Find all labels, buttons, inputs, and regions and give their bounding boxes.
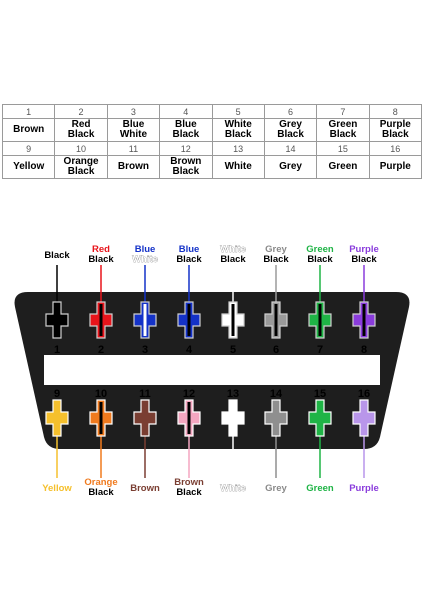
pin-color-label: Blue: [122, 119, 145, 130]
pin-number-label: 6: [273, 344, 279, 356]
pin-color-label: Black: [67, 166, 95, 177]
pin-color-cell: White: [211, 155, 265, 179]
pin-wire-color-label: Red: [92, 244, 110, 255]
pin-wire-color-label: Blue: [179, 244, 200, 255]
pin-color-label: Yellow: [13, 161, 45, 172]
pin-color-label: Grey: [279, 119, 302, 130]
pin-number-label: 1: [54, 344, 60, 356]
pin-stripe: [187, 402, 191, 434]
pin-stripe: [274, 304, 278, 336]
pin-stripe: [99, 304, 103, 336]
pin-color-label: Black: [67, 129, 95, 140]
pin-color-label: Brown: [170, 156, 202, 167]
pin-wire-color-label: Black: [44, 250, 70, 261]
pin-color-label: Brown: [117, 161, 149, 172]
pin-wire-color-label: Purple: [349, 483, 379, 494]
pin-color-cell: Green: [316, 155, 370, 179]
pin-color-label: Black: [277, 129, 304, 140]
pin-wire-color-label: White: [132, 254, 158, 265]
pin-color-label: Red: [71, 119, 91, 130]
pin-color-label: Black: [172, 129, 200, 140]
connector-center-slot: [44, 355, 380, 385]
pin-wire-color-label: Black: [307, 254, 333, 265]
pin-color-label: Purple: [379, 161, 411, 172]
pin-stripe: [99, 402, 103, 434]
pin-wire-color-label: Blue: [135, 244, 156, 255]
pin-color-label: Brown: [13, 124, 45, 135]
pin-stripe: [55, 304, 59, 336]
pin-wire-color-label: Black: [88, 487, 114, 498]
pin-wire-color-label: Purple: [349, 244, 379, 255]
pin-stripe: [143, 304, 147, 336]
pin-wire-color-label: Black: [220, 254, 246, 265]
pin-wire-color-label: Black: [176, 487, 202, 498]
pin-number-label: 10: [95, 388, 107, 400]
pin-color-label: Green: [328, 161, 358, 172]
pin-color-label: Black: [329, 129, 357, 140]
pin-wire-color-label: Grey: [265, 244, 287, 255]
pin-color-cell: Grey: [263, 155, 318, 179]
pin-color-label: Black: [381, 129, 409, 140]
pin-color-label: Black: [172, 166, 200, 177]
pin-wire-color-label: Grey: [265, 483, 287, 494]
pin-color-label: Blue: [174, 119, 197, 130]
pin-color-label: Black: [224, 129, 252, 140]
pin-color-cell: Purple: [368, 155, 423, 179]
pin-wire-color-label: Green: [306, 483, 334, 494]
pin-color-label: White: [119, 129, 148, 140]
pin-number-label: 9: [54, 388, 60, 400]
pin-wire-color-label: Green: [306, 244, 334, 255]
pin-color-label: Orange: [63, 156, 99, 167]
pin-number-label: 12: [183, 388, 195, 400]
pin-wire-color-label: Black: [176, 254, 202, 265]
pin-number-label: 15: [314, 388, 326, 400]
pin-number-label: 2: [98, 344, 104, 356]
pin-color-label: Green: [328, 119, 358, 130]
pin-number-label: 3: [142, 344, 148, 356]
pin-color-cell: Brown: [1, 118, 56, 142]
pin-color-label: White: [224, 161, 252, 172]
pin-wire-color-label: White: [220, 244, 246, 255]
pin-wire-color-label: Orange: [84, 477, 117, 488]
pin-number-label: 16: [358, 388, 370, 400]
pin-number-label: 8: [361, 344, 367, 356]
pin-number-label: 4: [186, 344, 193, 356]
pin-number-label: 13: [227, 388, 239, 400]
pin-stripe: [231, 304, 235, 336]
pin-number-label: 7: [317, 344, 323, 356]
pin-15-terminal: [308, 399, 332, 437]
pin-wire-color-label: Yellow: [42, 483, 72, 494]
pin-wire-color-label: Black: [88, 254, 114, 265]
pin-wire-color-label: Black: [351, 254, 377, 265]
pin-14-terminal: [264, 399, 288, 437]
pin-number-label: 14: [270, 388, 283, 400]
pin-stripe: [187, 304, 191, 336]
pin-16-terminal: [352, 399, 376, 437]
pin-stripe: [362, 304, 366, 336]
pin-9-terminal: [45, 399, 69, 437]
pin-number-label: 5: [230, 344, 236, 356]
pin-stripe: [318, 304, 322, 336]
pin-11-terminal: [133, 399, 157, 437]
pin-color-label: White: [224, 119, 252, 130]
pin-color-cell: Yellow: [1, 155, 56, 179]
pin-13-terminal: [221, 399, 245, 437]
pin-color-label: Purple: [379, 119, 411, 130]
pin-wire-color-label: Brown: [174, 477, 204, 488]
pin-wire-color-label: White: [220, 483, 246, 494]
pin-color-label: Grey: [279, 161, 302, 172]
pin-number-label: 11: [139, 388, 151, 400]
pin-wire-color-label: Black: [263, 254, 289, 265]
pin-wire-color-label: Brown: [130, 483, 160, 494]
